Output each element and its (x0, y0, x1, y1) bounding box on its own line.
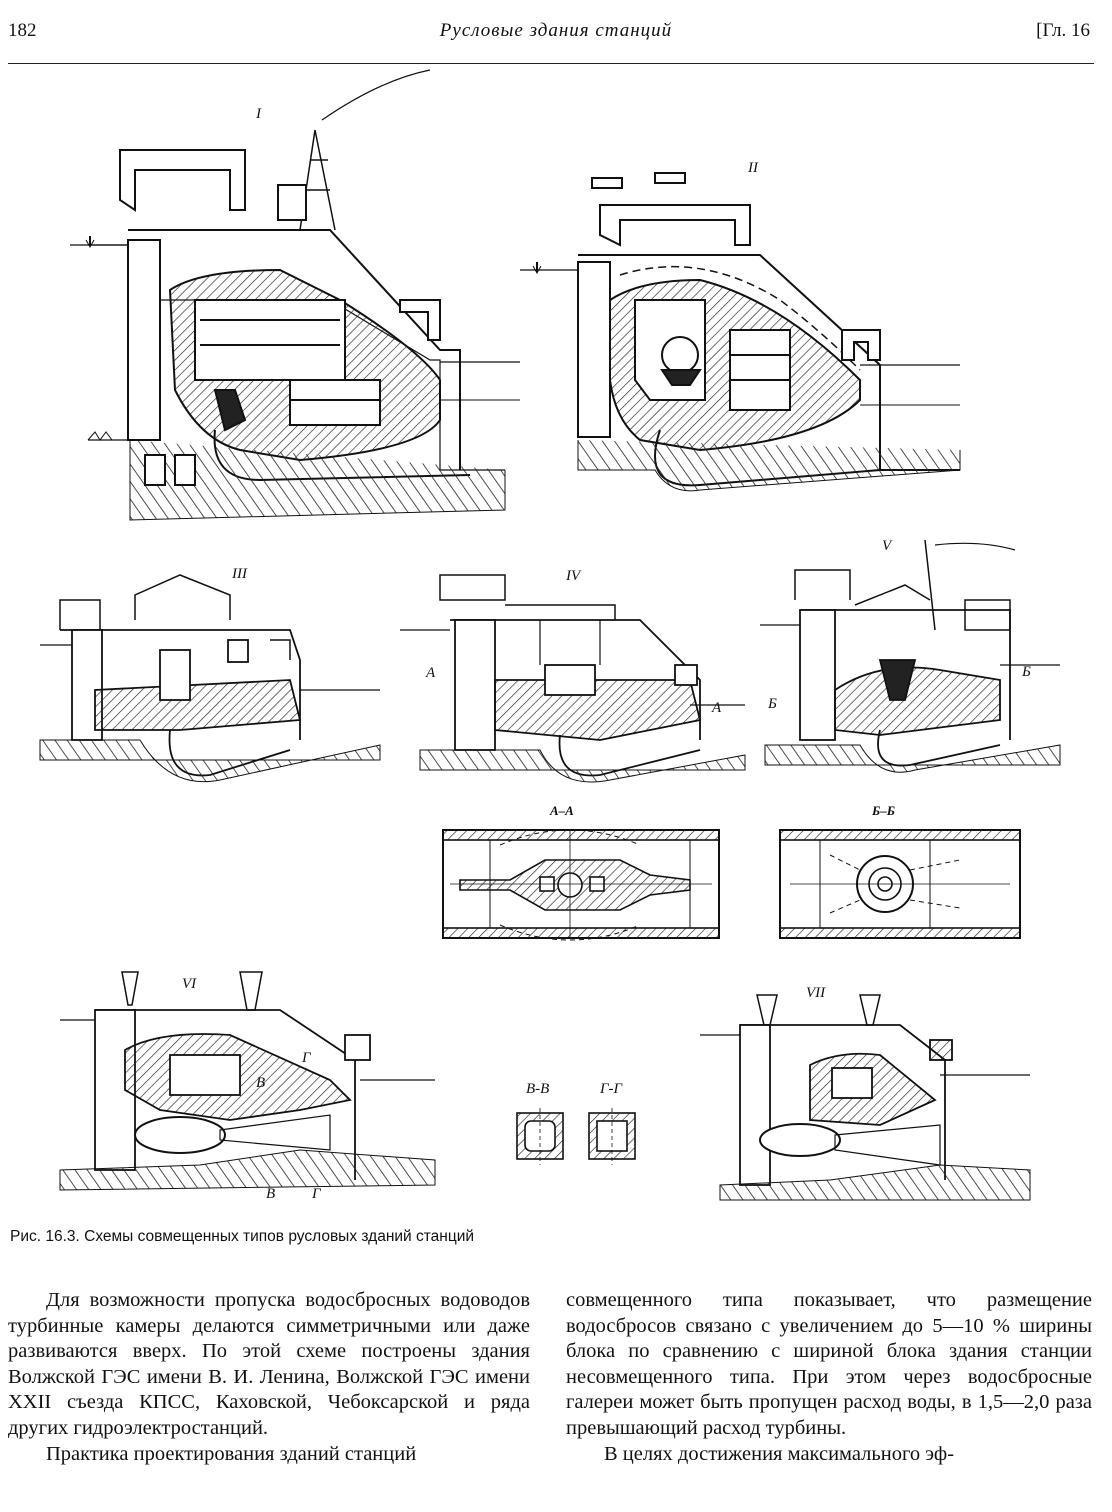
running-title: Русловые здания станций (439, 20, 673, 41)
paragraph: совмещенного типа показывает, что размещ… (566, 1289, 1092, 1439)
label-section-AA: А–А (549, 803, 574, 818)
label-B-left: Б (767, 696, 777, 712)
scheme-I (70, 69, 520, 521)
chapter-label: [Гл. 16 (1036, 20, 1090, 41)
paragraph: В целях достижения максимального эф- (604, 1442, 955, 1465)
label-section-VV: В-В (526, 1081, 549, 1097)
label-G-bottom: Г (311, 1186, 322, 1202)
scheme-IV (400, 574, 746, 783)
label-G-inner: Г (301, 1050, 312, 1066)
figure-caption: Рис. 16.3. Схемы совмещенных типов русло… (10, 1228, 475, 1245)
label-V-inner: В (256, 1075, 265, 1091)
page-header: 182 Русловые здания станций [Гл. 16 (0, 18, 1112, 64)
paragraph: Практика проектирования зданий станций (46, 1442, 417, 1465)
label-A-left: А (425, 665, 436, 681)
label-V-bottom: В (266, 1186, 275, 1202)
label-V: V (882, 538, 893, 554)
section-G-G (588, 1108, 636, 1165)
scheme-V (760, 539, 1061, 773)
label-A-right: А (711, 700, 722, 716)
label-VII: VII (806, 985, 826, 1001)
label-VI: VI (182, 976, 197, 992)
label-B-right: Б (1021, 664, 1031, 680)
scheme-III (39, 574, 381, 783)
text-column-right: совмещенного типа показывает, что размещ… (566, 1288, 1092, 1467)
paragraph: Для возможности пропуска водосбросных во… (8, 1289, 530, 1439)
figure-16-3: I II III IV V А–А Б–Б VI VII В-В Г-Г А А… (39, 69, 1061, 1202)
scheme-VII (700, 994, 1031, 1201)
section-B-B (779, 829, 1021, 939)
label-III: III (231, 566, 248, 582)
label-II: II (747, 160, 759, 176)
scheme-II (520, 172, 961, 492)
scheme-VI (59, 971, 436, 1191)
page-number: 182 (8, 20, 37, 41)
label-I: I (255, 106, 262, 122)
section-V-V (516, 1108, 564, 1165)
label-section-GG: Г-Г (599, 1081, 624, 1097)
text-column-left: Для возможности пропуска водосбросных во… (8, 1288, 530, 1467)
section-A-A (442, 829, 720, 941)
label-section-BB: Б–Б (871, 803, 895, 818)
header-rule (8, 63, 1094, 64)
label-IV: IV (565, 568, 582, 584)
